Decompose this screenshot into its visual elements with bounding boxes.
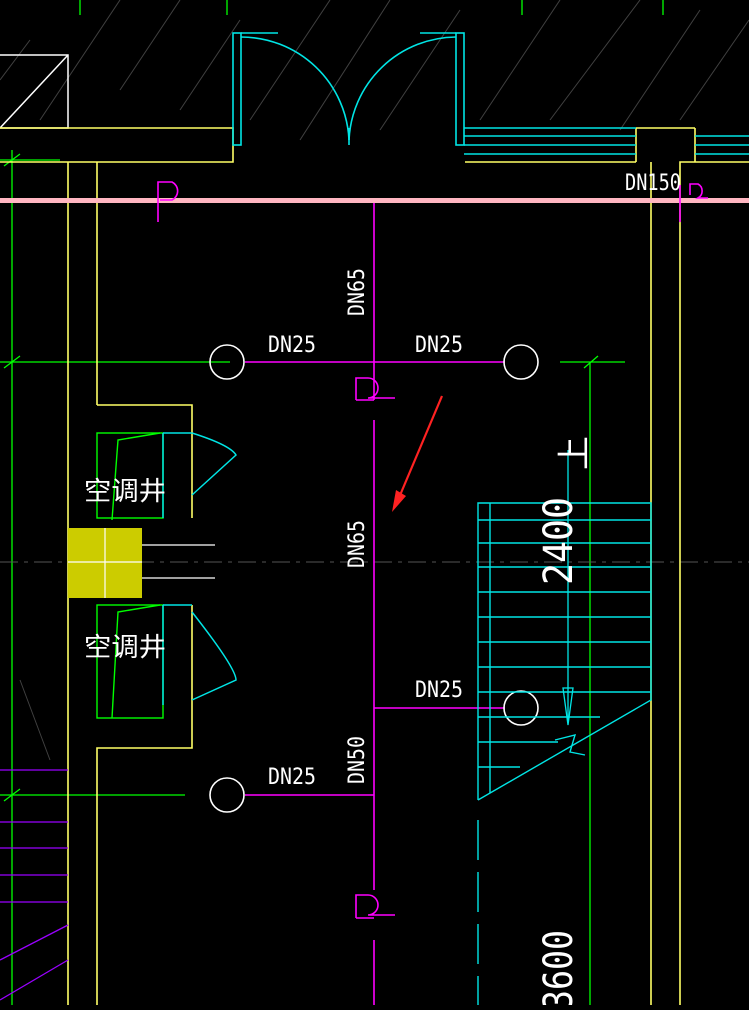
background-hatch [0, 0, 749, 761]
stair-labels: 上 2400 3600 [536, 436, 595, 1010]
label-ac-shaft-upper: 空调井 [84, 477, 166, 507]
riser-hook-icon [157, 181, 179, 222]
pipe-labels: DN150 DN25 DN25 DN25 DN25 DN65 DN65 DN50 [268, 171, 681, 790]
double-door [232, 32, 465, 146]
label-dn50: DN50 [345, 736, 370, 784]
riser-hook-icon [355, 894, 395, 919]
label-dn25-bottom-left: DN25 [268, 765, 316, 790]
red-arrow-icon [392, 395, 444, 512]
label-stair-up: 上 [555, 436, 595, 470]
fixtures [209, 344, 539, 813]
label-dim-3600: 3600 [536, 930, 582, 1005]
label-dim-2400: 2400 [536, 497, 582, 585]
circle-drain-icon [503, 690, 539, 726]
main-pipe-line [0, 198, 749, 203]
stair-arrow-icon [562, 687, 574, 726]
window [464, 127, 749, 155]
pipes [245, 185, 681, 1005]
ac-shaft [68, 432, 237, 719]
left-hatching [0, 769, 69, 1001]
label-dn150: DN150 [625, 171, 681, 196]
circle-drain-icon [503, 344, 539, 380]
room-labels: 空调井 空调井 [84, 477, 166, 663]
circle-drain-icon [209, 344, 245, 380]
riser-hooks [157, 181, 708, 919]
axis-ticks [3, 153, 599, 802]
label-ac-shaft-lower: 空调井 [84, 633, 166, 663]
circle-drain-icon [209, 777, 245, 813]
label-dn25-top-right: DN25 [415, 333, 463, 358]
label-dn65-mid: DN65 [345, 520, 370, 568]
staircase [477, 502, 652, 1005]
riser-hook-icon [689, 183, 708, 199]
stair-direction [562, 450, 574, 726]
label-dn25-top-left: DN25 [268, 333, 316, 358]
riser-hook-icon [355, 377, 395, 401]
label-dn65-top: DN65 [345, 268, 370, 316]
axis-lines [0, 0, 664, 1005]
label-dn25-right: DN25 [415, 678, 463, 703]
